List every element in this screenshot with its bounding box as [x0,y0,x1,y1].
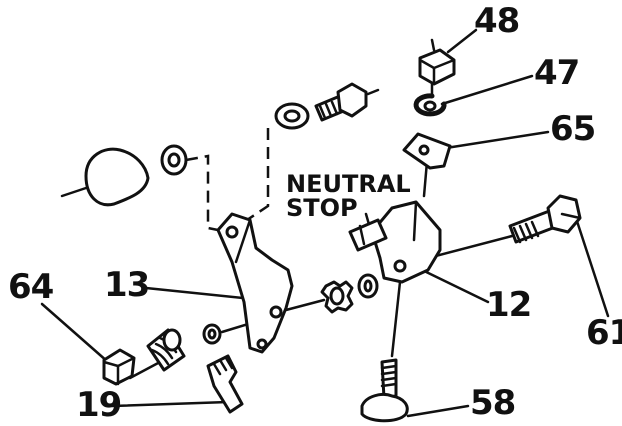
leader-64 [40,302,110,364]
stud-58-head [360,392,409,423]
neutral-stop-tab-edge [358,224,366,246]
leader-19 [110,400,230,408]
callout-47: 47 [534,53,580,93]
lever-12-body [370,200,442,284]
dashed-path-lower [185,154,229,234]
part-64-hex-nut [102,348,136,386]
neutral-stop-line-2: STOP [286,194,358,222]
part-12-lever [348,200,442,284]
axis-stud-58 [390,280,402,358]
star-washer-hole [329,286,345,306]
axis-knob [60,186,88,198]
lever-12-bend [412,200,418,242]
plate-13-hole-top [225,225,239,239]
nut-48-stud [430,38,436,52]
washer-right [357,273,379,299]
callout-19: 19 [76,385,122,425]
axis-main-left [128,360,162,380]
part-61-bolt [508,194,582,244]
callout-48: 48 [474,1,520,41]
axis-bolt-61 [426,234,514,260]
part-48-hex-nut [418,38,456,86]
upper-bolt-threads [318,100,339,120]
part-19-arm [206,354,244,414]
washer-47-hole [423,100,437,112]
bracket-65-hole [418,144,430,156]
callout-64: 64 [8,267,54,307]
knob-body [84,147,150,207]
nut-64-edge2 [102,360,120,368]
leader-12 [416,266,490,304]
spacer-hole [207,328,217,340]
knob-washer-hole [167,152,181,168]
axis-main-right [284,298,326,312]
part-13-plate [216,212,294,354]
part-65-bracket [402,132,452,170]
nut-48-edge3 [432,58,456,70]
bolt-61-threads [512,220,540,244]
lever-12-hole [393,259,407,273]
neutral-stop-line-1: NEUTRAL [286,170,411,198]
callout-58: 58 [470,383,516,423]
cone-spring [146,328,186,372]
leader-58 [406,404,470,418]
dashed-path-upper [243,128,270,224]
plate-13-fold [234,218,252,264]
spacer [202,323,222,345]
plate-13-hole-low [256,338,268,350]
callout-61: 61 [586,313,622,353]
upper-washer-hole [283,109,301,123]
leader-48 [446,28,478,54]
leader-61 [572,210,610,318]
stud-58-threads [380,364,398,388]
washer-47-ring [413,93,447,117]
callout-65: 65 [550,109,596,149]
nut-48-edge2 [418,58,436,70]
plate-13-hole-mid [269,305,283,319]
upper-bolt-head [336,82,368,118]
part-58-stud [360,358,409,423]
knob [84,147,150,207]
upper-washer [274,102,310,130]
knob-washer [160,144,188,176]
arm-19-threads [212,356,234,376]
cone-tip [162,328,182,352]
neutral-stop-tab [348,218,388,252]
callout-12: 12 [486,285,532,325]
upper-bolt [314,82,368,122]
star-washer [320,280,354,314]
axis-top [366,88,380,96]
part-47-lock-washer [413,93,447,117]
bolt-61-head-edge [560,212,582,220]
callout-13: 13 [104,265,150,305]
neutral-stop-label: NEUTRAL STOP [286,172,411,220]
leader-65 [444,130,550,150]
nut-64-edge3 [116,356,136,368]
leader-47 [440,74,534,106]
leader-lines [40,28,610,418]
washer-right-hole [363,279,373,293]
